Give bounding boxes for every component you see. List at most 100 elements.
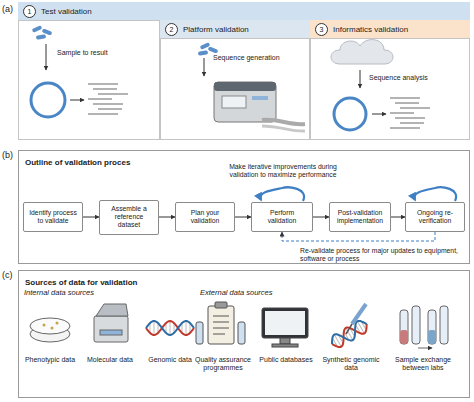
process-box: Assemble a reference dataset bbox=[99, 200, 159, 235]
clipboard-icon bbox=[196, 302, 245, 344]
drawing-part bbox=[214, 82, 276, 122]
group-heading: External data sources bbox=[200, 288, 320, 297]
panel-letter: (a) bbox=[2, 4, 18, 15]
drawing-part bbox=[428, 310, 436, 344]
drawing-part bbox=[252, 96, 268, 100]
drawing-part bbox=[440, 306, 448, 344]
step-label: Post-validation implementation bbox=[333, 209, 387, 225]
section-title: Sources of data for validation bbox=[25, 278, 137, 287]
drawing-part bbox=[372, 114, 386, 115]
read-line bbox=[395, 117, 425, 119]
step-label: Plan your validation bbox=[179, 209, 231, 225]
drawing-part bbox=[262, 308, 308, 338]
callout-number: 1 bbox=[23, 5, 36, 18]
strand bbox=[146, 321, 194, 335]
drawing-part bbox=[213, 322, 229, 323]
process-box: Ongoing re-verification bbox=[405, 202, 465, 232]
drawing-part bbox=[272, 344, 298, 347]
flow-arrow bbox=[235, 217, 251, 218]
pcr-machine-icon bbox=[94, 304, 128, 342]
drawing-part bbox=[265, 311, 305, 335]
drawing-part bbox=[56, 322, 59, 325]
drawing-part bbox=[262, 126, 305, 131]
drawing-part bbox=[213, 334, 225, 335]
process-box: Post-validation implementation bbox=[329, 202, 391, 232]
strand bbox=[329, 318, 371, 350]
iteration-loop bbox=[260, 187, 456, 201]
drawing-part bbox=[334, 98, 366, 130]
callout-number: 2 bbox=[165, 23, 178, 36]
flow-arrow bbox=[282, 232, 435, 241]
process-box: Identify process to validate bbox=[23, 202, 83, 232]
source-label: Sample exchange between labs bbox=[390, 356, 456, 373]
process-box: Perform validation bbox=[251, 202, 313, 232]
callout-number: 3 bbox=[315, 23, 328, 36]
sequencer-icon bbox=[214, 82, 305, 131]
panel-letter: (b) bbox=[2, 150, 18, 161]
synthetic-dna-icon bbox=[329, 318, 371, 350]
read-line bbox=[88, 113, 118, 115]
dna-helix-icon bbox=[146, 321, 194, 335]
step-panel: Sequence generation bbox=[160, 38, 310, 140]
base-pair bbox=[170, 321, 171, 335]
drawing-part bbox=[262, 120, 305, 125]
iteration-loop-arrow bbox=[414, 187, 456, 201]
drawing-part bbox=[222, 96, 246, 108]
computer-icon bbox=[262, 308, 308, 347]
drawing-part bbox=[214, 82, 276, 91]
test-tubes-icon bbox=[400, 306, 448, 348]
process-box: Plan your validation bbox=[175, 202, 235, 232]
step-label: Assemble a reference dataset bbox=[103, 205, 155, 229]
drawing-part bbox=[96, 304, 128, 316]
step-tab: 3Informatics validation bbox=[310, 20, 470, 38]
helix bbox=[329, 318, 371, 350]
step-title: Platform validation bbox=[183, 25, 249, 34]
read-line bbox=[98, 93, 128, 95]
step-caption: Sequence analysis bbox=[369, 74, 428, 81]
base-pair bbox=[186, 321, 187, 335]
read-line bbox=[395, 102, 419, 104]
step-panel: Sequence analysis bbox=[310, 38, 470, 140]
flow-arrow bbox=[83, 217, 99, 218]
iteration-loop-arrow bbox=[260, 187, 304, 201]
drawing-part bbox=[400, 310, 408, 344]
drawing-part bbox=[42, 28, 53, 35]
drawing-part bbox=[32, 25, 43, 33]
step-caption: Sample to result bbox=[57, 49, 108, 56]
read-line bbox=[400, 107, 430, 109]
read-line bbox=[93, 88, 117, 90]
group-heading: Internal data sources bbox=[24, 288, 144, 297]
drawing-part bbox=[428, 330, 436, 344]
source-label: Phenotypic data bbox=[22, 356, 78, 364]
base-pair bbox=[154, 321, 155, 335]
read-line bbox=[390, 97, 420, 99]
section-title: Outline of validation proces bbox=[25, 158, 130, 167]
drawing-part bbox=[70, 100, 84, 101]
source-label: Synthetic genomic data bbox=[320, 356, 382, 373]
step-label: Perform validation bbox=[255, 209, 309, 225]
drawing-part bbox=[36, 34, 47, 40]
genome-circle bbox=[31, 83, 366, 130]
drawing-part bbox=[213, 316, 229, 317]
drawing-part bbox=[418, 348, 432, 349]
flow-arrow bbox=[159, 217, 175, 218]
read-line bbox=[390, 127, 420, 129]
read-line bbox=[93, 103, 123, 105]
edge-label: Re-validate process for major updates to… bbox=[300, 247, 465, 263]
panel-letter: (c) bbox=[2, 270, 18, 281]
drawing-part bbox=[94, 316, 128, 342]
read-line bbox=[390, 112, 414, 114]
drawing-part bbox=[360, 70, 361, 88]
loop-note: Make iterative improvements during valid… bbox=[218, 163, 348, 179]
strand bbox=[146, 321, 194, 335]
drawing-part bbox=[280, 338, 290, 344]
drawing-part bbox=[213, 328, 229, 329]
drawing-part bbox=[198, 50, 209, 56]
drawing-part bbox=[196, 322, 203, 344]
source-label: Public databases bbox=[258, 356, 314, 364]
drawing-part bbox=[412, 306, 420, 344]
step-caption: Sequence generation bbox=[213, 54, 280, 61]
drawing-part bbox=[400, 330, 408, 344]
drawing-part bbox=[208, 306, 234, 344]
